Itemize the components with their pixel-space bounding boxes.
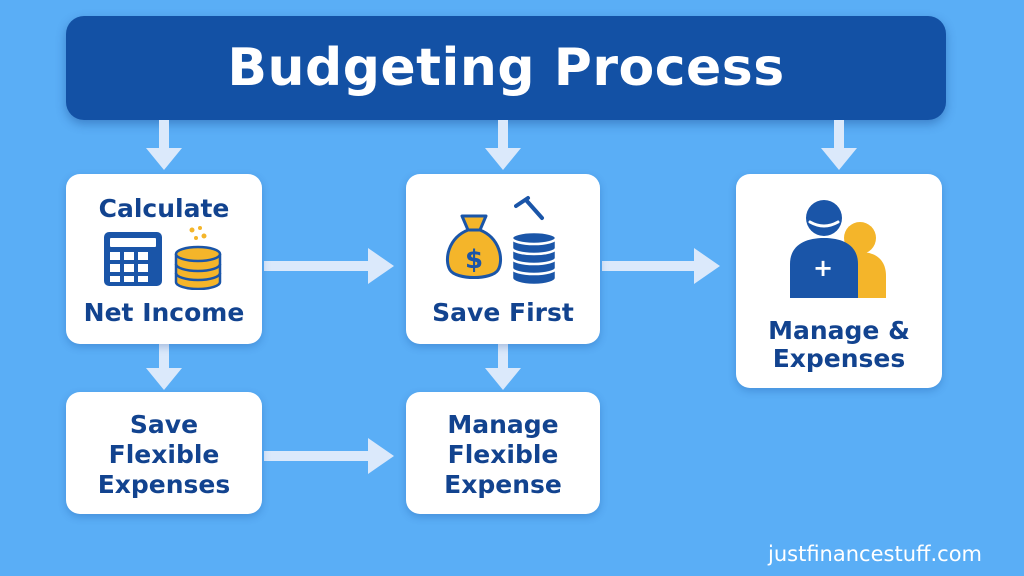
step-manage-flexible-line3: Expense	[444, 470, 562, 499]
step-save-flexible-line3: Expenses	[97, 470, 231, 499]
step-save-first-label: Save First	[432, 298, 574, 327]
step-calculate-net-income: Calculate Net Income	[66, 174, 262, 344]
arrow-save-first-to-manage-expenses	[602, 248, 720, 284]
step-manage-expenses-line2: Expenses	[772, 344, 906, 373]
arrow-calculate-to-save-first	[264, 248, 394, 284]
calculator-icon	[104, 232, 162, 286]
arrow-title-to-calculate	[146, 120, 182, 170]
step-calculate-top-label: Calculate	[98, 194, 230, 223]
step-save-flexible-expenses: Save Flexible Expenses	[66, 392, 262, 514]
arrow-save-flexible-to-manage-flexible	[264, 438, 394, 474]
step-manage-flexible-expense: Manage Flexible Expense	[406, 392, 600, 514]
plus-symbol: +	[813, 254, 833, 282]
step-manage-flexible-line1: Manage	[447, 410, 559, 439]
step-save-flexible-line1: Save	[129, 410, 199, 439]
arrow-calculate-to-save-flexible	[146, 344, 182, 390]
step-manage-flexible-line2: Flexible	[447, 440, 559, 469]
watermark: justfinancestuff.com	[768, 542, 982, 566]
diagram-title: Budgeting Process	[227, 38, 785, 98]
money-bag-icon: $	[445, 214, 503, 279]
coin-stack-icon	[174, 226, 222, 290]
people-icon: +	[790, 200, 886, 298]
arrow-title-to-manage-expenses	[821, 120, 857, 170]
step-save-flexible-line2: Flexible	[108, 440, 220, 469]
money-bag-symbol: $	[465, 245, 483, 275]
title-bar: Budgeting Process	[66, 16, 946, 120]
step-save-first: $ Save First	[406, 174, 600, 344]
step-manage-expenses: + Manage & Expenses	[736, 174, 942, 388]
step-calculate-bottom-label: Net Income	[83, 298, 245, 327]
hammer-icon	[514, 196, 544, 220]
arrow-save-first-to-manage-flexible	[485, 344, 521, 390]
step-manage-expenses-line1: Manage &	[768, 316, 910, 345]
arrow-title-to-save-first	[485, 120, 521, 170]
coin-stack-icon	[510, 230, 558, 287]
